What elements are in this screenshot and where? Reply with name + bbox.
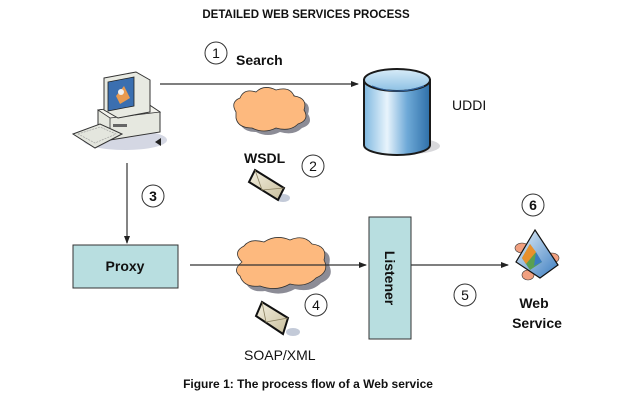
- step-2-circle: [301, 154, 325, 178]
- envelope-icon: [254, 300, 300, 336]
- web-service-label-line1: Web: [519, 295, 548, 311]
- network-cloud-icon: [236, 237, 331, 294]
- step-1-circle: [204, 41, 228, 65]
- small-triangle-marker: [155, 138, 161, 146]
- computer-icon: [71, 71, 167, 150]
- step-4-number: 4: [312, 297, 320, 313]
- step-6-circle: [521, 193, 545, 217]
- step-3-circle: [141, 184, 165, 208]
- step-2-label: WSDL: [244, 150, 286, 166]
- step-3-number: 3: [149, 188, 157, 204]
- proxy-label: Proxy: [106, 258, 145, 274]
- step-1-label: Search: [236, 52, 283, 68]
- web-service-icon: [514, 228, 560, 281]
- step-2-number: 2: [309, 158, 317, 174]
- step-5-number: 5: [461, 287, 469, 303]
- proxy-box: [72, 244, 179, 289]
- diagram-title: DETAILED WEB SERVICES PROCESS: [202, 9, 410, 21]
- figure-caption: Figure 1: The process flow of a Web serv…: [183, 377, 433, 391]
- envelope-icon: [247, 168, 290, 202]
- step-5-circle: [453, 283, 477, 307]
- listener-label: Listener: [382, 251, 398, 306]
- step-4-circle: [304, 293, 328, 317]
- step-1-number: 1: [212, 45, 220, 61]
- database-icon: [363, 68, 440, 156]
- network-cloud-icon: [233, 87, 310, 135]
- uddi-label: UDDI: [452, 97, 486, 113]
- step-4-label: SOAP/XML: [244, 347, 316, 363]
- listener-box: [368, 216, 412, 340]
- step-6-number: 6: [529, 197, 537, 213]
- web-service-label-line2: Service: [512, 315, 562, 331]
